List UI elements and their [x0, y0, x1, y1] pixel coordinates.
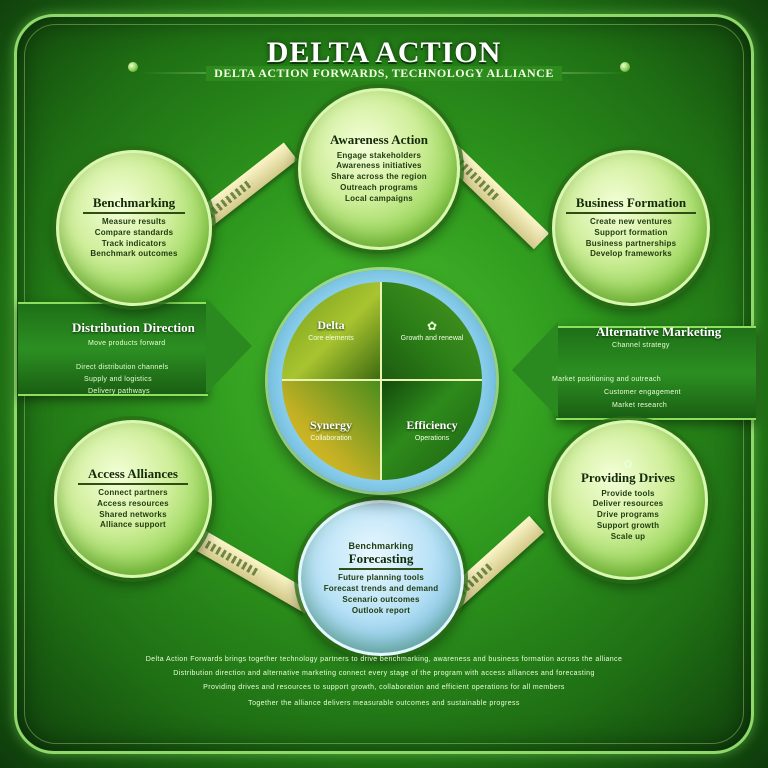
node-access-alliances-line: Connect partners: [98, 488, 168, 498]
band-left-line: Move products forward: [88, 340, 166, 347]
node-benchmarking: Benchmarking Measure results Compare sta…: [56, 150, 212, 306]
node-forecasting-line: Forecast trends and demand: [323, 583, 439, 593]
node-providing-drives: ✿ Providing Drives Provide tools Deliver…: [548, 420, 708, 580]
node-business-formation: Business Formation Create new ventures S…: [552, 150, 710, 306]
hub-quadrant-title: Delta: [317, 318, 345, 333]
node-awareness: Awareness Action Engage stakeholders Awa…: [298, 88, 460, 250]
node-providing-drives-title: Providing Drives: [580, 470, 675, 486]
node-awareness-line: Awareness initiatives: [336, 161, 422, 171]
node-awareness-line: Outreach programs: [340, 183, 418, 193]
hub-quadrant-line: Collaboration: [310, 434, 352, 442]
node-forecasting: Benchmarking Forecasting Future planning…: [298, 500, 464, 656]
node-access-alliances-line: Access resources: [97, 498, 169, 508]
hub-quadrant-title: Synergy: [310, 418, 352, 433]
node-business-formation-line: Develop frameworks: [590, 249, 672, 259]
band-right: [556, 326, 756, 420]
node-business-formation-line: Create new ventures: [589, 217, 673, 227]
node-forecasting-line: Outlook report: [351, 605, 411, 615]
band-left-line: Direct distribution channels: [76, 364, 169, 371]
node-business-formation-line: Support formation: [594, 227, 668, 237]
node-benchmarking-line: Track indicators: [101, 238, 167, 248]
hub-quadrant-title: Efficiency: [406, 418, 458, 433]
footer-text: Distribution direction and alternative m…: [173, 670, 595, 677]
node-providing-drives-line: Scale up: [610, 531, 646, 541]
band-left-line: Delivery pathways: [88, 388, 150, 395]
leaf-icon: ✿: [622, 457, 634, 472]
node-awareness-title: Awareness Action: [329, 132, 429, 148]
hub-quadrant-line: Operations: [414, 434, 450, 442]
node-forecasting-title: Forecasting: [338, 551, 424, 571]
hub-quadrant-line: Core elements: [308, 334, 354, 342]
band-right-line: Customer engagement: [604, 389, 681, 396]
node-awareness-line: Share across the region: [331, 172, 427, 182]
footer-text: Delta Action Forwards brings together te…: [145, 656, 623, 663]
band-right-arrowhead: [512, 322, 558, 418]
node-awareness-line: Local campaigns: [345, 193, 413, 203]
band-left-line: Supply and logistics: [84, 376, 152, 383]
node-access-alliances: Access Alliances Connect partners Access…: [54, 420, 212, 578]
hub-quadrant-growth: ✿ Growth and renewal: [382, 282, 482, 381]
ornament-dot: [620, 62, 630, 72]
footer-text: Together the alliance delivers measurabl…: [248, 700, 520, 707]
node-access-alliances-title: Access Alliances: [78, 466, 188, 486]
band-right-line: Market positioning and outreach: [552, 376, 661, 383]
node-providing-drives-line: Drive programs: [597, 510, 659, 520]
band-left-title: Distribution Direction: [72, 320, 195, 335]
footer-text: Providing drives and resources to suppor…: [203, 684, 565, 691]
node-benchmarking-title: Benchmarking: [82, 195, 186, 215]
band-right-title: Alternative Marketing: [596, 324, 722, 339]
hub-quadrant-efficiency: Efficiency Operations: [382, 381, 482, 480]
page-title: DELTA ACTION: [266, 36, 502, 69]
subtitle-bar: DELTA ACTION FORWARDS, TECHNOLOGY ALLIAN…: [140, 64, 628, 82]
node-access-alliances-line: Shared networks: [99, 509, 167, 519]
node-awareness-line: Engage stakeholders: [336, 150, 422, 160]
hub-quadrant-line: Growth and renewal: [400, 335, 464, 342]
hub-core: Delta Core elements ✿ Growth and renewal…: [282, 282, 482, 480]
center-hub: Delta Core elements ✿ Growth and renewal…: [268, 270, 496, 492]
node-providing-drives-line: Support growth: [596, 521, 660, 531]
leaf-icon: ✿: [426, 319, 438, 333]
band-left-arrowhead: [206, 298, 252, 394]
hub-quadrant-delta: Delta Core elements: [282, 282, 382, 381]
node-benchmarking-line: Measure results: [102, 217, 166, 227]
hub-quadrant-synergy: Synergy Collaboration: [282, 381, 382, 480]
node-forecasting-subtitle: Benchmarking: [348, 540, 414, 551]
band-right-line: Market research: [612, 402, 668, 409]
node-forecasting-line: Scenario outcomes: [342, 594, 420, 604]
node-forecasting-line: Future planning tools: [338, 573, 424, 583]
page-subtitle: DELTA ACTION FORWARDS, TECHNOLOGY ALLIAN…: [206, 65, 562, 81]
node-business-formation-title: Business Formation: [565, 195, 697, 215]
node-access-alliances-line: Alliance support: [100, 520, 166, 530]
node-business-formation-line: Business partnerships: [585, 238, 677, 248]
ornament-dot: [128, 62, 138, 72]
node-providing-drives-line: Provide tools: [601, 488, 655, 498]
node-benchmarking-line: Compare standards: [94, 227, 174, 237]
node-providing-drives-line: Deliver resources: [592, 499, 664, 509]
band-right-line: Channel strategy: [612, 342, 670, 349]
node-benchmarking-line: Benchmark outcomes: [90, 249, 178, 259]
